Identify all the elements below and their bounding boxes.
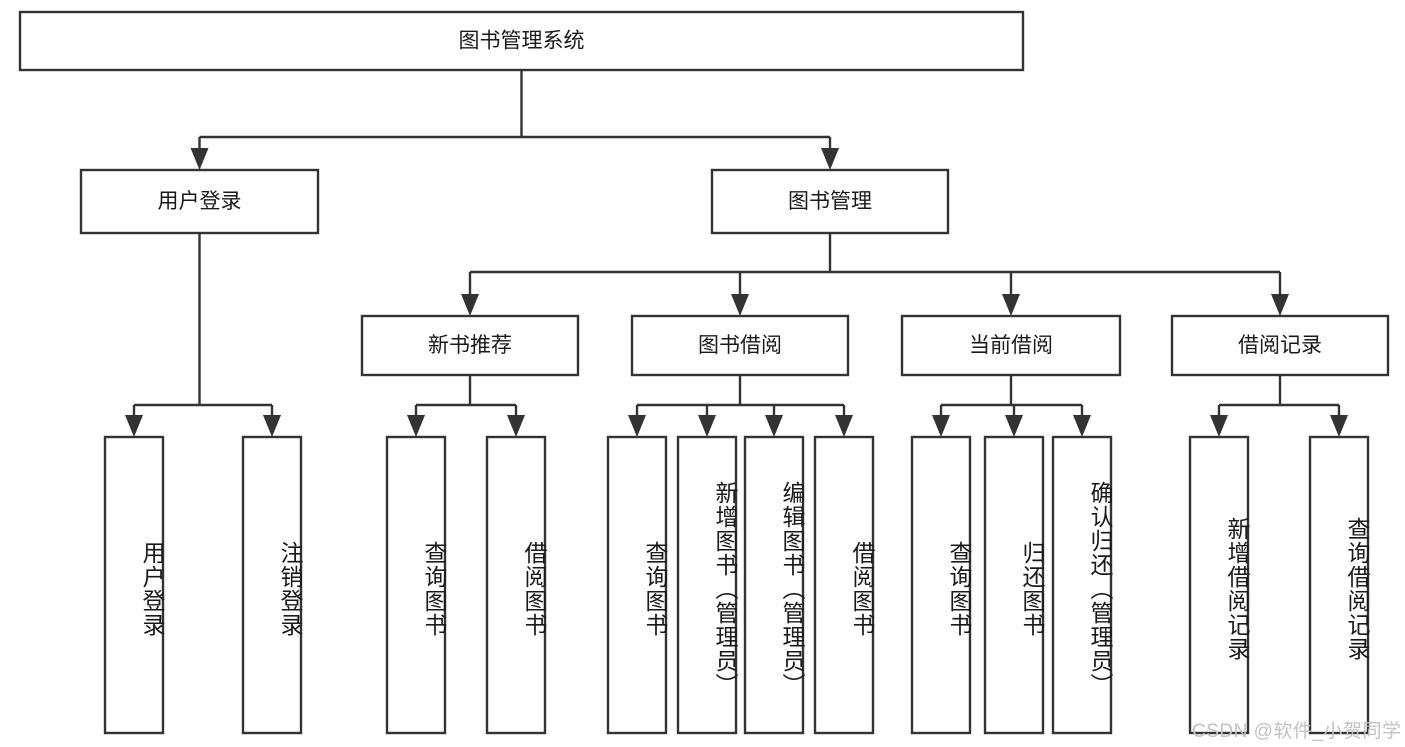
leaf-box-node-e69fa5e8afa2e59bbee4b9a6[interactable] [910,435,972,735]
arrow-head-icon [461,294,479,316]
arrow-head-icon [1002,294,1020,316]
level3-label: 当前借阅 [969,334,1053,357]
arrow-head-icon [835,415,853,437]
arrow-head-icon [190,148,209,170]
arrow-head-icon [731,294,749,316]
level3-label: 新书推荐 [428,334,512,357]
leaf-box-node-e696b0e5a29ee5809fe99885e8ae[interactable] [1188,435,1250,735]
leaf-box-node-e5809fe99885e59bbee4b9a6[interactable] [813,435,875,735]
arrow-head-icon [263,415,281,437]
leaf-box-node-e7bc96e8be91e59bbee4b9a6efbc[interactable] [743,435,805,735]
connector-layer [125,70,1348,437]
root-box-node-e59bbee4b9a6e7aea1e79086e7b3[interactable] [18,10,1025,72]
arrow-head-icon [1330,415,1348,437]
level3-box-node-e5809fe99885e8aeb0e5bd95[interactable] [1170,314,1390,377]
level3-label: 图书借阅 [698,334,782,357]
leaf-box-node-e6b3a8e99480e799bbe5bd95[interactable] [241,435,303,735]
leaf-box-node-e696b0e5a29ee59bbee4b9a6efbc[interactable] [676,435,738,735]
level2-box-node-e794a8e688b7e799bbe5bd95[interactable] [79,168,320,235]
level3-box-node-e5bd93e5898de5809fe99885[interactable] [900,314,1122,377]
arrow-head-icon [1005,415,1023,437]
leaf-box-node-e69fa5e8afa2e59bbee4b9a6[interactable] [606,435,668,735]
level3-box-node-e59bbee4b9a6e5809fe99885[interactable] [630,314,850,377]
watermark-text: CSDN @软件_小贺同学 [1192,721,1402,742]
leaf-box-node-e7a1aee8aea4e5bd92e8bf98efbc[interactable] [1051,435,1113,735]
arrow-head-icon [698,415,716,437]
level2-label: 图书管理 [788,190,872,213]
arrow-head-icon [1271,294,1289,316]
level3-label: 借阅记录 [1238,334,1322,357]
arrow-head-icon [628,415,646,437]
arrow-head-icon [1073,415,1091,437]
root-label: 图书管理系统 [459,30,585,53]
arrow-head-icon [507,415,525,437]
arrow-head-icon [821,148,839,170]
leaf-box-node-e794a8e688b7e799bbe5bd95[interactable] [103,435,165,735]
arrow-head-icon [765,415,783,437]
leaf-box-node-e69fa5e8afa2e59bbee4b9a6[interactable] [385,435,447,735]
level2-label: 用户登录 [158,190,242,213]
level3-box-node-e696b0e4b9a6e68ea8e88d90[interactable] [360,314,580,377]
node-box-layer [18,10,1390,735]
leaf-box-node-e69fa5e8afa2e5809fe99885e8ae[interactable] [1308,435,1370,735]
arrow-head-icon [407,415,425,437]
leaf-box-node-e5bd92e8bf98e59bbee4b9a6[interactable] [983,435,1045,735]
arrow-head-icon [125,415,143,437]
arrow-head-icon [1210,415,1228,437]
level2-box-node-e59bbee4b9a6e7aea1e79086[interactable] [710,168,950,235]
arrow-head-icon [932,415,950,437]
leaf-box-node-e5809fe99885e59bbee4b9a6[interactable] [485,435,547,735]
